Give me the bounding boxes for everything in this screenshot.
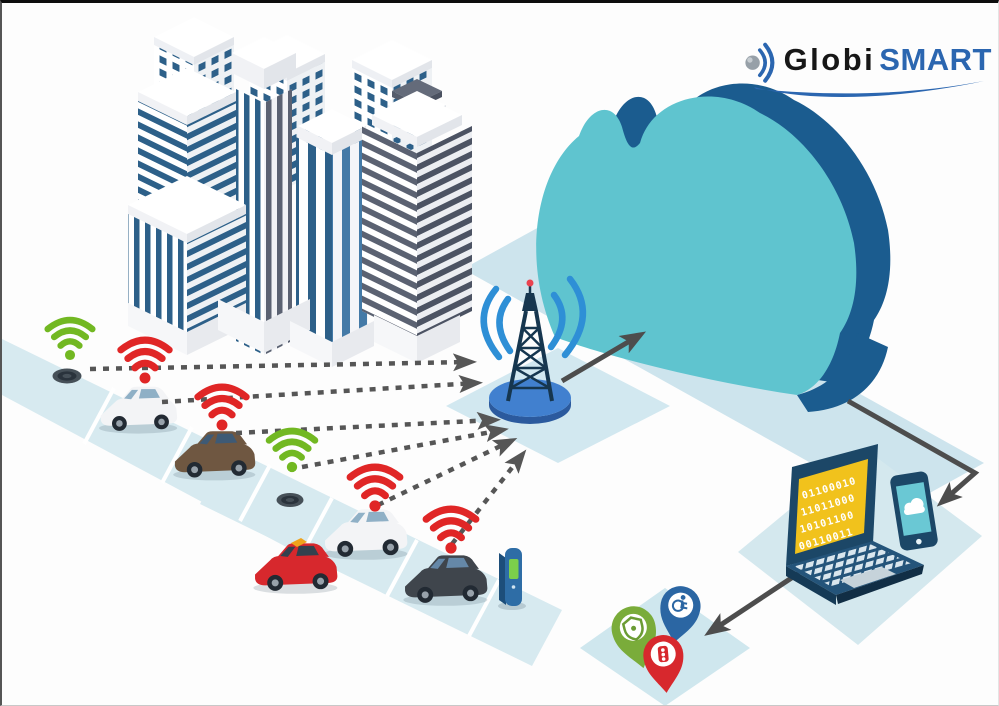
brand-name-globi: Globi (783, 42, 876, 77)
pin-accessibility (660, 586, 701, 643)
cloud-icon (904, 497, 925, 516)
red-car-roof-light (291, 538, 307, 547)
wifi-signal-green-2 (269, 431, 315, 472)
smart-vehicles (99, 386, 488, 606)
tower-beacon-light (526, 279, 534, 287)
cloud-body (536, 96, 857, 395)
logo-swoosh (754, 81, 984, 98)
wifi-signal-green-1 (48, 320, 93, 360)
cell-tower (480, 275, 586, 424)
road-sensor-manhole-1 (52, 368, 82, 384)
dashed-arrow (89, 353, 477, 372)
globe-signal-icon (745, 42, 775, 83)
arrow-laptop-to-pins (704, 570, 801, 636)
building-tower (362, 79, 472, 338)
tower-base (489, 379, 571, 424)
lane-markings (82, 387, 501, 637)
dashed-arrow (377, 437, 518, 508)
parking-kiosk (498, 548, 526, 610)
dashed-arrow (450, 449, 527, 546)
pin-traffic-light (643, 635, 684, 693)
cloud (536, 83, 891, 412)
service-location-pins (611, 586, 701, 693)
building-tower (128, 176, 246, 333)
dashed-arrow (301, 424, 509, 470)
building-pedestals (128, 299, 460, 367)
traffic-light-icon (657, 645, 669, 663)
laptop-screen (795, 459, 868, 554)
wifi-signal-red-3 (350, 467, 400, 511)
wheelchair-icon (671, 595, 688, 612)
wifi-signal-red-1 (121, 340, 169, 383)
city-buildings (128, 17, 472, 367)
building-tower (296, 109, 368, 344)
wifi-signal-red-2 (198, 387, 246, 430)
laptop-front-edge (786, 566, 836, 605)
brand-name-smart: SMART (879, 42, 992, 77)
dashed-arrow (235, 411, 501, 436)
arrow-tower-to-cloud (560, 331, 647, 384)
tower-lattice (506, 284, 554, 402)
solid-arrows (560, 331, 980, 636)
arrow-cloud-to-phone (846, 398, 980, 507)
laptop-keyboard (794, 544, 912, 588)
laptop: 01100010 11011000 10101100 00110011 (786, 444, 924, 605)
wifi-signal-red-4 (426, 509, 476, 553)
smartphone (890, 471, 938, 551)
diagram-canvas: 01100010 11011000 10101100 00110011 (2, 17, 984, 705)
road-sensor-manhole-2 (276, 493, 304, 507)
laptop-front-edge (836, 565, 924, 604)
tower-signal-arcs (480, 275, 586, 361)
laptop-trackpad (840, 567, 896, 588)
smartphone-home-button (916, 538, 922, 545)
laptop-binary-text: 01100010 11011000 10101100 00110011 (798, 476, 858, 553)
shield-icon (621, 616, 644, 641)
